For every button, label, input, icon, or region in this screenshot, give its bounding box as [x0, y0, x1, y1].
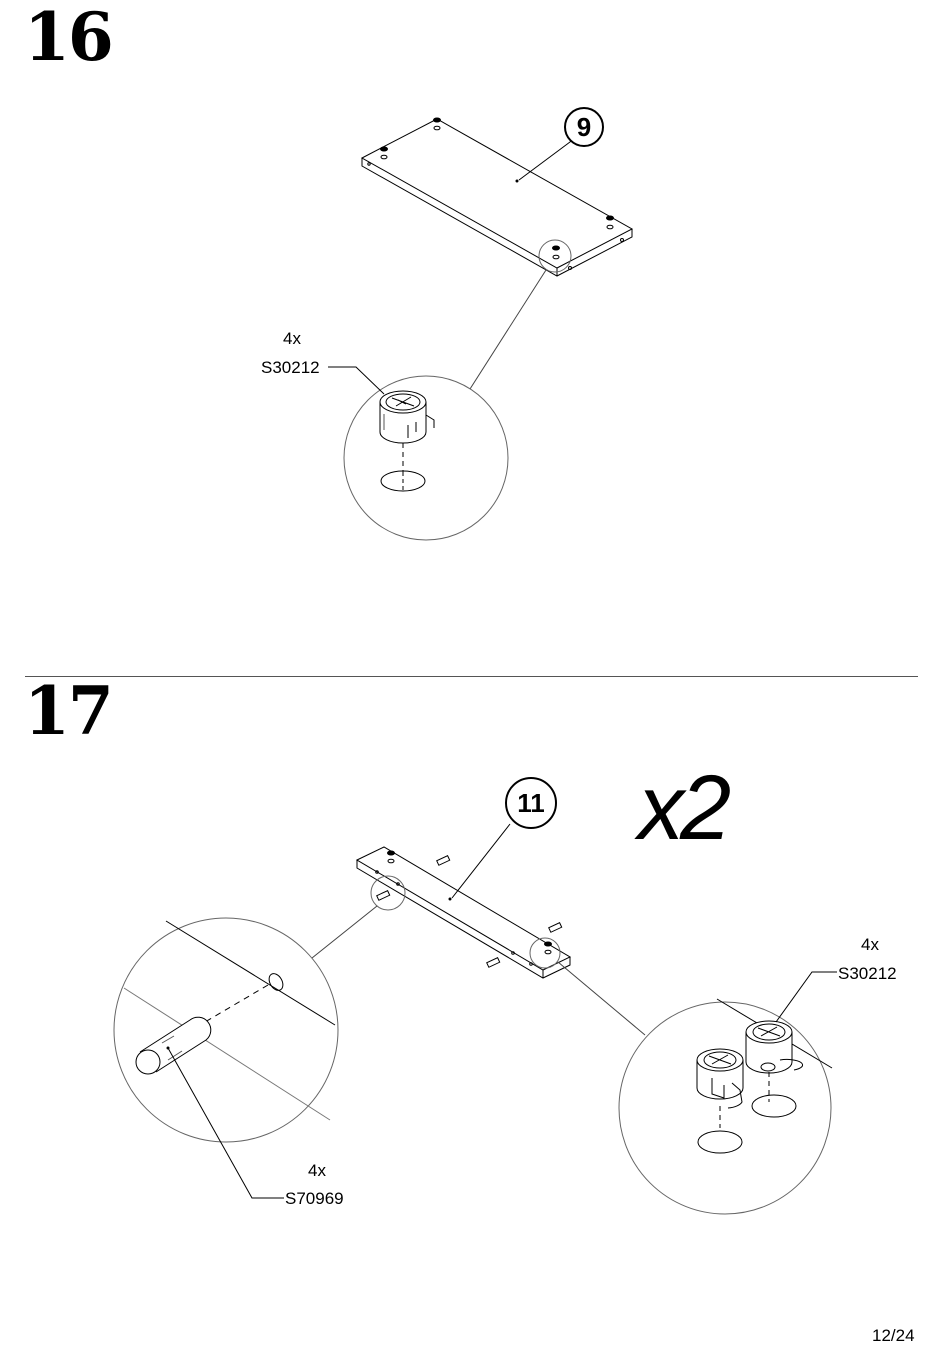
hardware-quantity: 4x: [861, 936, 879, 953]
part-callout: 11: [505, 777, 557, 829]
detail-circle-dowel: [114, 918, 338, 1198]
hardware-code: S30212: [261, 359, 320, 376]
hardware-code: S70969: [285, 1190, 344, 1207]
rail-11-drawing: [312, 824, 645, 1035]
hardware-quantity: 4x: [308, 1162, 326, 1179]
step-number: 16: [24, 4, 112, 70]
panel-9-drawing: [362, 118, 632, 389]
part-callout: 9: [564, 107, 604, 147]
hardware-quantity: 4x: [283, 330, 301, 347]
quantity-multiplier: x2: [638, 762, 727, 854]
detail-circle-16: [328, 367, 508, 540]
detail-circle-17: [619, 972, 837, 1214]
step-divider: [25, 676, 918, 677]
page-number: 12/24: [872, 1326, 915, 1346]
step-number: 17: [24, 678, 112, 744]
hardware-code: S30212: [838, 965, 897, 982]
